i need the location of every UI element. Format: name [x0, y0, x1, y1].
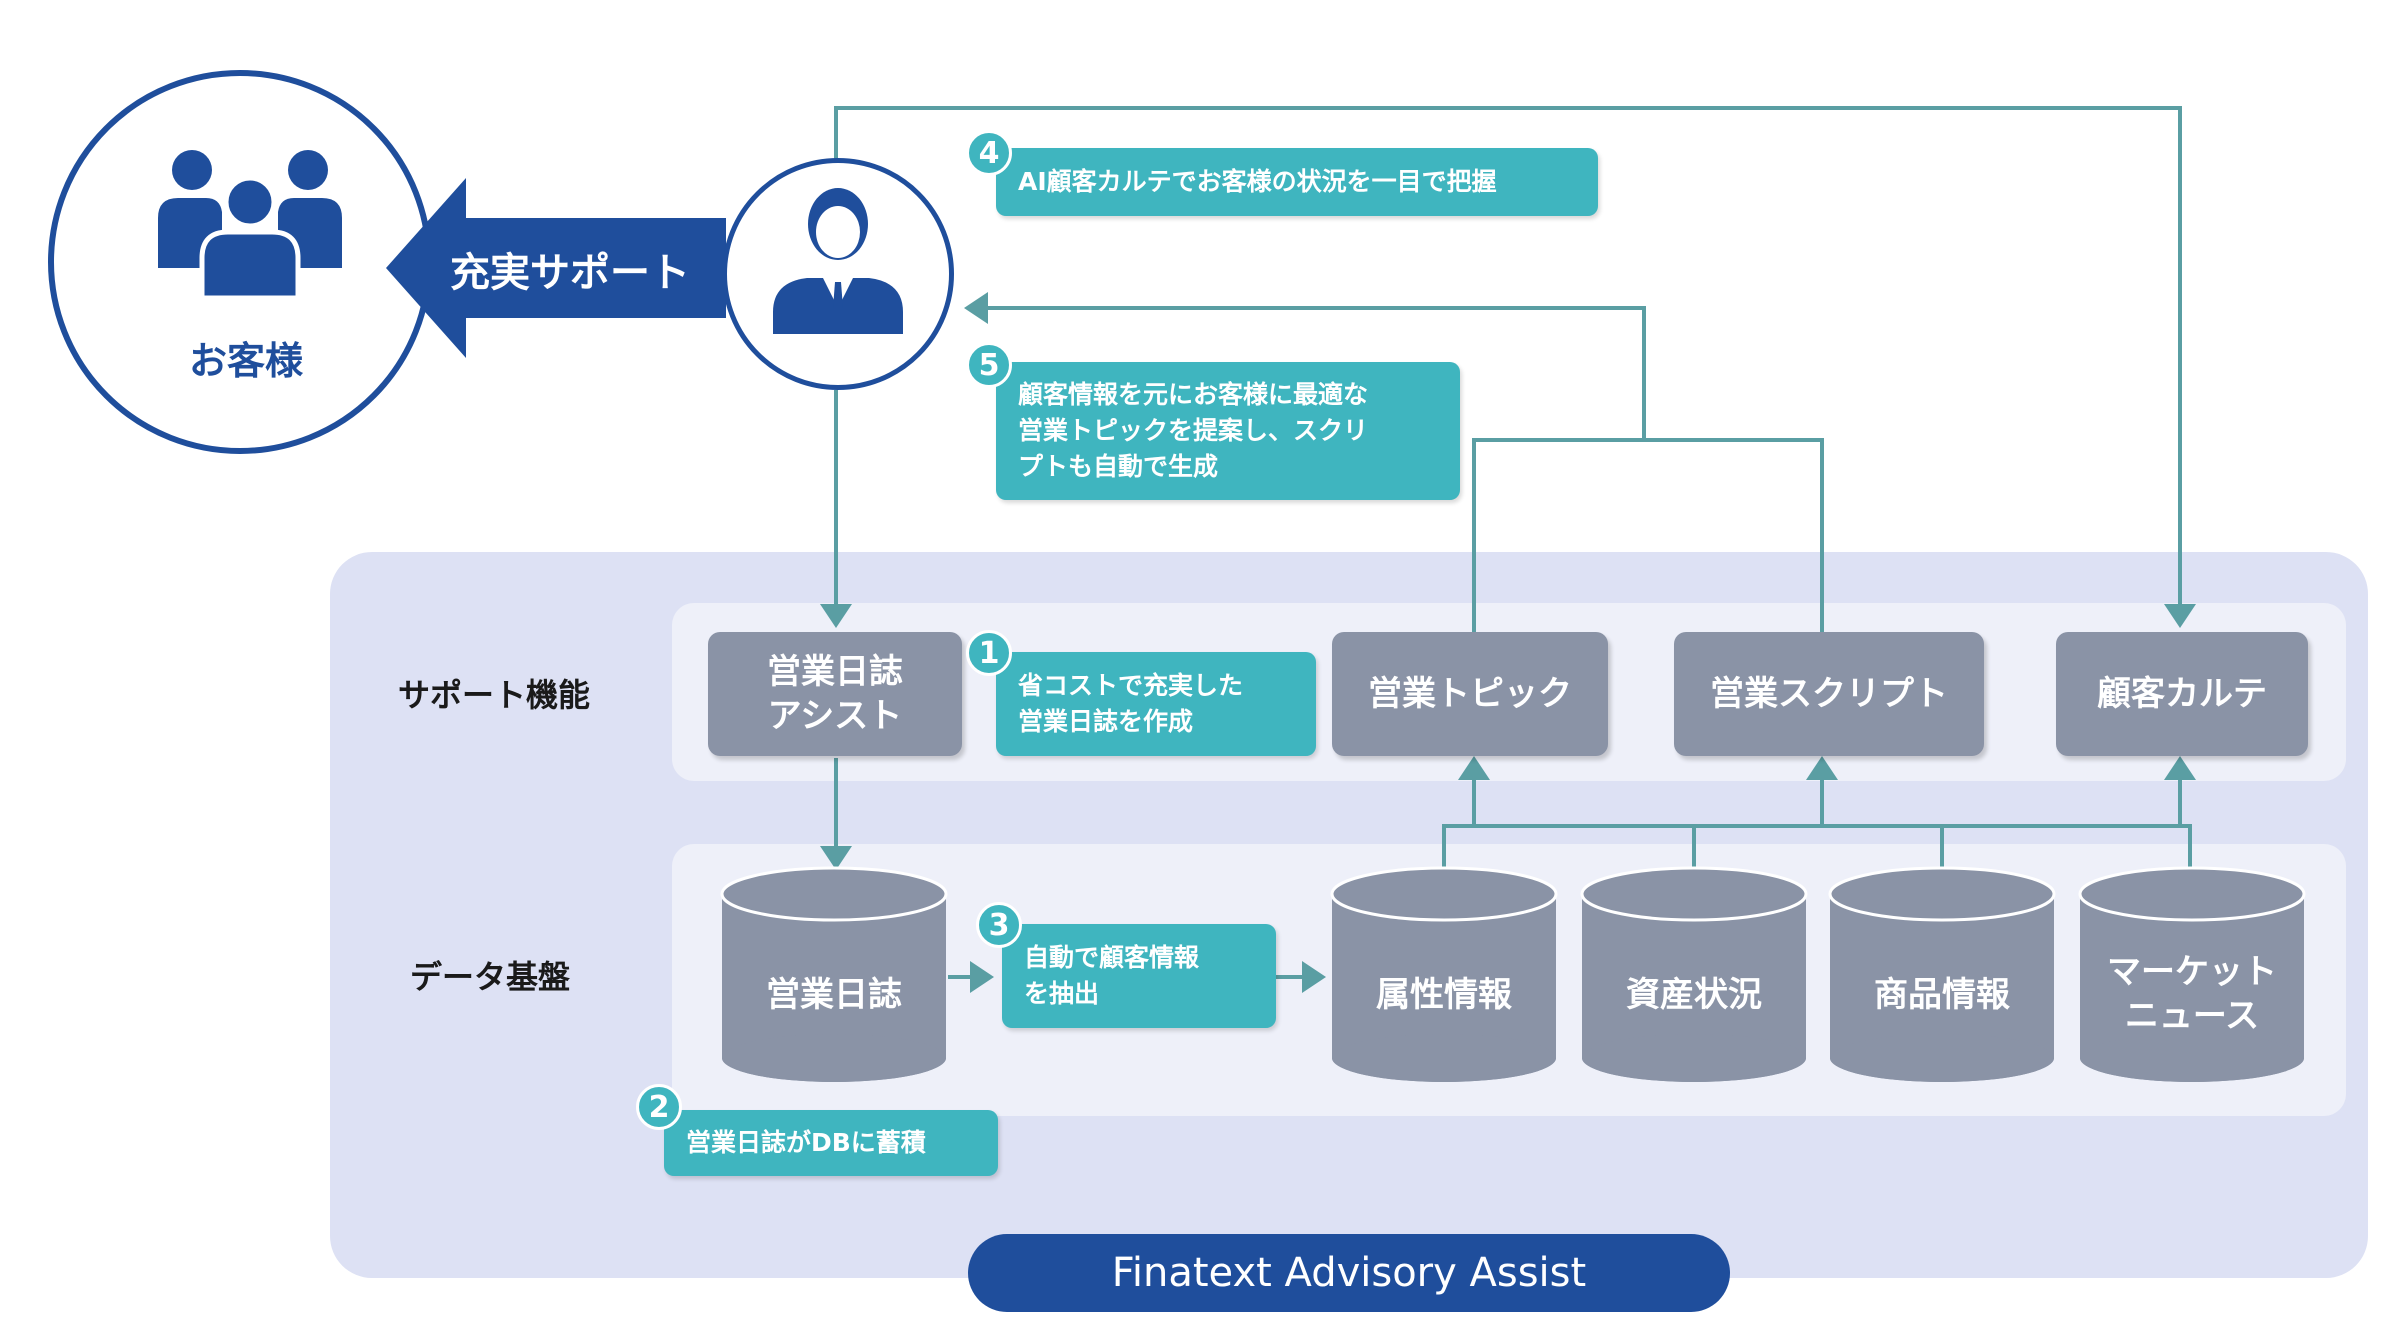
step-4-number: 4: [966, 130, 1012, 176]
line-topic-up: [1472, 438, 1824, 632]
database-icon: [1828, 866, 2056, 1082]
support-arrow-label: 充実サポート: [450, 250, 690, 296]
line-return-to-sales: [964, 292, 1646, 440]
line-db-bus: [1442, 824, 2192, 870]
step-5-number: 5: [966, 342, 1012, 388]
step-2-number: 2: [636, 1084, 682, 1130]
db-nippou: 営業日誌: [766, 974, 902, 1015]
row-label-support: サポート機能: [398, 676, 591, 714]
database-icon: [1580, 866, 1808, 1082]
step-2-box: 営業日誌がDBに蓄積: [664, 1110, 998, 1176]
function-customer-karte: 顧客カルテ: [2056, 632, 2308, 756]
database-icon: [720, 866, 948, 1082]
step-1-box: 省コストで充実した 営業日誌を作成: [996, 652, 1316, 756]
step-3-box: 自動で顧客情報 を抽出: [1002, 924, 1276, 1028]
database-icon: [1330, 866, 1558, 1082]
db-products: 商品情報: [1874, 974, 2010, 1015]
step-4-box: AI顧客カルテでお客様の状況を一目で把握: [996, 148, 1598, 216]
support-arrow-shape: [386, 178, 726, 358]
db-attributes: 属性情報: [1376, 974, 1512, 1015]
step-3-number: 3: [976, 902, 1022, 948]
row-label-data: データ基盤: [410, 958, 571, 996]
function-sales-topic: 営業トピック: [1332, 632, 1608, 756]
function-nippou-assist: 営業日誌アシスト: [708, 632, 962, 756]
step-1-number: 1: [966, 630, 1012, 676]
function-sales-script: 営業スクリプト: [1674, 632, 1984, 756]
brand-pill: Finatext Advisory Assist: [968, 1234, 1730, 1312]
line-karte-loop: [834, 106, 2196, 628]
customers-group-icon: [158, 150, 342, 298]
database-icon: [2078, 866, 2306, 1082]
customer-label: お客様: [188, 339, 303, 383]
step-5-box: 顧客情報を元にお客様に最適な 営業トピックを提案し、スクリ プトも自動で生成: [996, 362, 1460, 500]
db-market-news: マーケットニュース: [2107, 951, 2277, 1036]
db-assets: 資産状況: [1626, 974, 1762, 1015]
salesperson-icon: [773, 188, 903, 334]
